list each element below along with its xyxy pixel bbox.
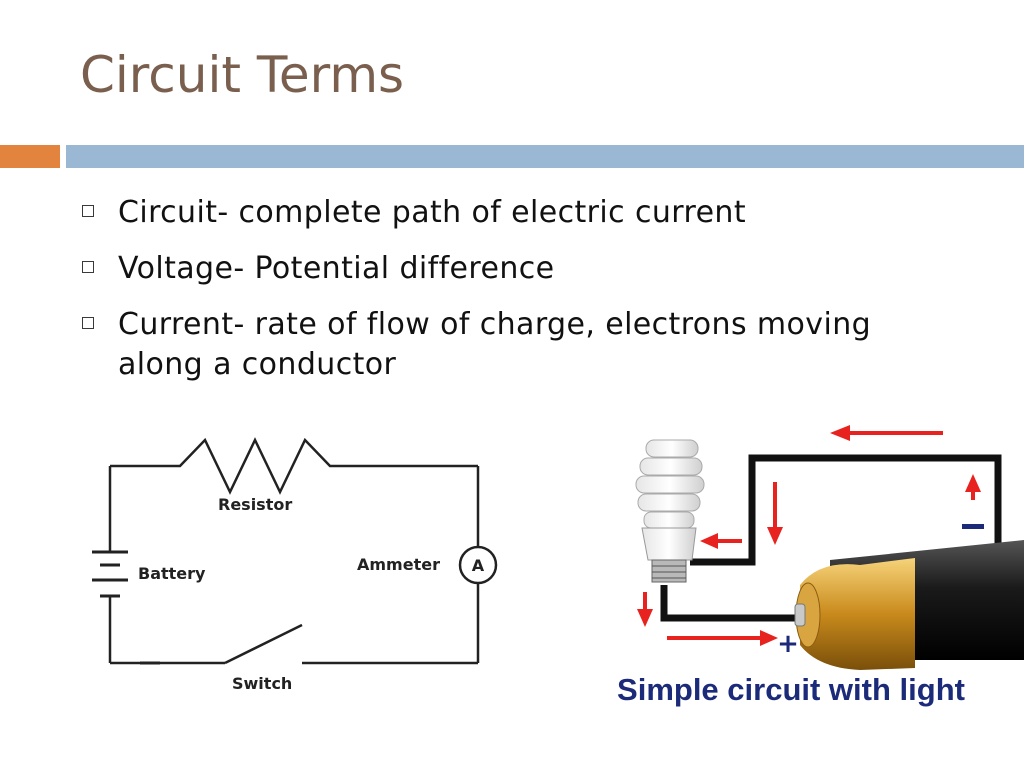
ammeter-symbol: A [458,545,498,585]
switch-label: Switch [232,674,292,693]
accent-bar-blue [66,145,1024,168]
resistor-label: Resistor [218,495,292,514]
bullet-item-current: Current- rate of flow of charge, electro… [82,305,982,385]
battery-icon [794,540,1024,670]
illustration-caption: Simple circuit with light [617,672,965,707]
resistor-symbol [110,437,478,495]
battery-label: Battery [138,564,206,583]
light-bulb-icon [635,439,705,583]
bullet-text: Circuit- complete path of electric curre… [118,195,747,230]
square-bullet-icon [82,317,94,329]
square-bullet-icon [82,261,94,273]
switch-symbol [140,623,303,665]
bullet-item-voltage: Voltage- Potential difference [82,249,982,289]
bullet-text: Current- rate of flow of charge, electro… [118,307,872,382]
square-bullet-icon [82,205,94,217]
bullet-list: Circuit- complete path of electric curre… [82,193,982,401]
ammeter-symbol-letter: A [472,556,485,575]
minus-sign-icon [962,524,984,529]
ammeter-label: Ammeter [357,555,440,574]
plus-sign: + [777,629,799,659]
bullet-text: Voltage- Potential difference [118,251,555,286]
accent-bar-orange [0,145,60,168]
bullet-item-circuit: Circuit- complete path of electric curre… [82,193,982,233]
slide-title: Circuit Terms [80,46,405,104]
battery-symbol [92,550,128,598]
